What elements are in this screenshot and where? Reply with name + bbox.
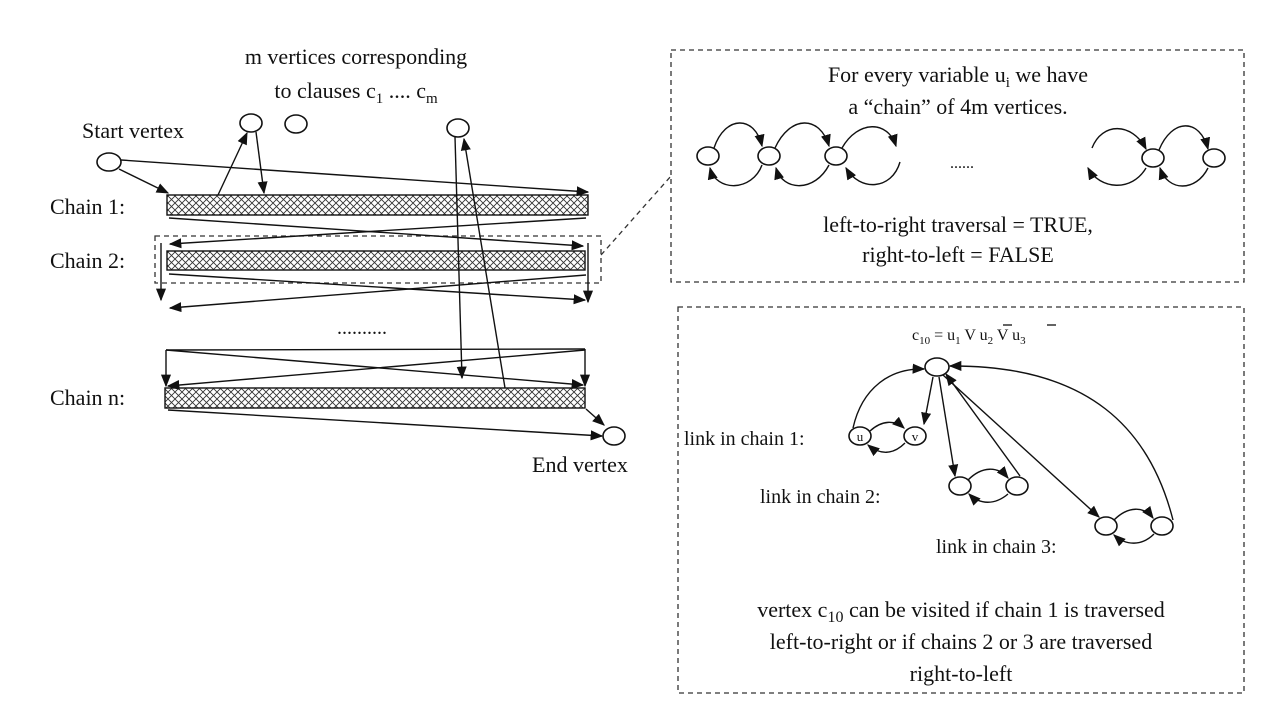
edge: [945, 372, 1021, 477]
edge: [1113, 533, 1155, 547]
edge: [921, 376, 934, 426]
variable-chain-box: [670, 49, 1245, 283]
edge: [168, 217, 587, 249]
clause-description-line2: left-to-right or if chains 2 or 3 are tr…: [770, 629, 1152, 654]
chain-2-vertex: [1005, 476, 1029, 496]
clause-vertices-label-line2: to clauses c1 .... cm: [274, 78, 438, 107]
chain-2-highlight-box: [154, 235, 602, 284]
edge: [852, 363, 926, 429]
zoom-connector: [600, 175, 672, 256]
edge: [118, 168, 170, 194]
link-chain-3-label: link in chain 3:: [936, 536, 1057, 558]
link-chain-2-label: link in chain 2:: [760, 486, 881, 508]
chain-3-vertex: [1094, 516, 1118, 536]
chain-vertex: [824, 146, 848, 166]
edge: [774, 164, 830, 187]
edge: [168, 273, 587, 305]
variable-chain-panel: For every variable ui we have a “chain” …: [670, 49, 1245, 283]
edge: [967, 466, 1009, 481]
chain-1-vertex-u: [848, 426, 872, 446]
edge: [841, 126, 898, 149]
chain-ellipsis: ..........: [337, 317, 387, 339]
end-vertex: [602, 426, 626, 446]
edge: [165, 348, 586, 351]
edge: [120, 159, 590, 197]
clause-formula: c10 = u1 V u2 V u3: [912, 327, 1026, 347]
edge: [255, 131, 268, 195]
edge: [948, 360, 1174, 521]
edge: [968, 493, 1009, 506]
chain-vertex: [1141, 148, 1165, 168]
link-chain-1-label: link in chain 1:: [684, 428, 805, 450]
chain-description-line1: For every variable ui we have: [828, 62, 1088, 91]
traversal-true-label: left-to-right traversal = TRUE,: [823, 212, 1093, 237]
chain-2-bar: [166, 250, 586, 271]
vertex-u-label: u: [857, 429, 864, 444]
edge: [942, 374, 1100, 518]
edge: [1087, 166, 1147, 186]
edge: [585, 408, 605, 426]
edge: [1158, 125, 1211, 151]
edge: [713, 122, 765, 149]
edge: [845, 161, 901, 186]
chain-1-vertex-v: [903, 426, 927, 446]
clause-vertex: [446, 118, 470, 138]
chain-vertex: [696, 146, 720, 166]
chain-vertex: [1202, 148, 1226, 168]
chain-n-bar: [164, 387, 586, 409]
chain-1-bar: [166, 194, 589, 216]
edge: [938, 376, 959, 478]
clause-vertex: [284, 114, 308, 134]
chain-2-label: Chain 2:: [50, 248, 125, 273]
chain-3-vertex: [1150, 516, 1174, 536]
edge: [867, 442, 906, 457]
chain-vertex: [757, 146, 781, 166]
clause-c10-vertex: [924, 357, 950, 377]
edge: [168, 274, 587, 313]
clause-description-line3: right-to-left: [910, 661, 1013, 686]
edge: [1158, 166, 1209, 187]
edge: [166, 349, 586, 391]
clause-vertex: [239, 113, 263, 133]
edge: [460, 137, 506, 389]
edge: [454, 136, 467, 380]
edge: [1113, 505, 1154, 521]
edge: [168, 217, 585, 251]
start-vertex: [96, 152, 122, 172]
edge: [1091, 127, 1147, 151]
chain-n-label: Chain n:: [50, 385, 125, 410]
vertex-v-label: v: [912, 429, 919, 444]
edge: [774, 122, 831, 149]
chain-1-label: Chain 1:: [50, 194, 125, 219]
edge: [707, 164, 763, 187]
chain-description-line2: a “chain” of 4m vertices.: [848, 94, 1067, 119]
clause-gadget-box: [677, 306, 1245, 694]
traversal-false-label: right-to-left = FALSE: [862, 242, 1054, 267]
construction-panel: m vertices corresponding to clauses c1 .…: [50, 44, 672, 477]
chain-ellipsis-small: ......: [950, 155, 974, 172]
clause-description-line1: vertex c10 can be visited if chain 1 is …: [757, 597, 1165, 626]
clause-vertices-label-line1: m vertices corresponding: [245, 44, 467, 69]
clause-gadget-panel: c10 = u1 V u2 V u3 link in chain 1: u v …: [677, 306, 1245, 694]
end-vertex-label: End vertex: [532, 452, 628, 477]
edge: [167, 409, 604, 441]
chain-2-vertex: [948, 476, 972, 496]
edge: [217, 131, 248, 196]
start-vertex-label: Start vertex: [82, 118, 184, 143]
edge: [869, 416, 905, 432]
